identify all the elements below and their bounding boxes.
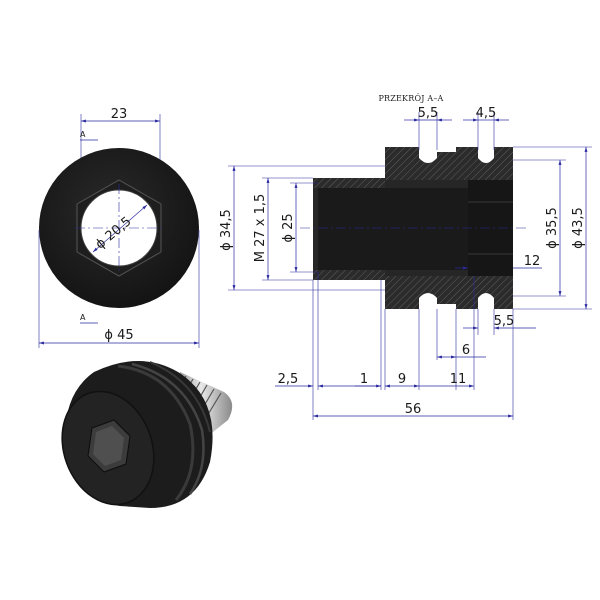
dim-overall: 56 [405, 402, 422, 417]
step-top [437, 147, 456, 152]
section-marker-top: A [80, 130, 86, 139]
dim-groove-top-2: 4,5 [476, 106, 497, 121]
section-view: PRZEKRÓJ A–A 5,5 [219, 94, 592, 420]
front-view: 23 A A ϕ 20,5 ϕ 45 [38, 107, 200, 348]
iso-groove-1 [117, 364, 195, 501]
dim-6: 6 [462, 343, 470, 358]
groove-top-2 [478, 147, 494, 163]
dim-35-5: ϕ 35,5 [545, 207, 560, 249]
iso-groove-2 [131, 362, 205, 495]
iso-render [61, 361, 233, 508]
dim-hex-width: 23 [111, 107, 128, 122]
hatch-thread-bottom [313, 270, 385, 280]
section-title: PRZEKRÓJ A–A [378, 94, 443, 103]
step-bottom [437, 304, 456, 309]
groove-top-1 [419, 147, 437, 163]
groove-bottom-1 [419, 293, 437, 309]
inner-bore [318, 188, 468, 270]
dim-outer: ϕ 45 [104, 328, 133, 343]
groove-bottom-2 [478, 293, 494, 309]
dim-thread: M 27 x 1,5 [253, 194, 268, 263]
hatch-thread-top [313, 178, 385, 188]
dim-9: 9 [398, 372, 406, 387]
dim-1: 1 [360, 372, 368, 387]
dim-line-bore [92, 204, 148, 253]
dim-25: ϕ 25 [281, 213, 296, 242]
dim-43-5: ϕ 43,5 [571, 207, 586, 249]
dim-34-5: ϕ 34,5 [219, 209, 234, 251]
dim-hex-depth: 12 [524, 254, 541, 269]
dim-2-5: 2,5 [278, 372, 299, 387]
section-marker-bottom: A [80, 313, 86, 322]
dim-5-5-bottom: 5,5 [494, 314, 515, 329]
iso-hex-inner [93, 426, 124, 466]
dim-groove-top-1: 5,5 [418, 106, 439, 121]
iso-groove-3 [149, 361, 211, 433]
dim-11: 11 [450, 372, 467, 387]
